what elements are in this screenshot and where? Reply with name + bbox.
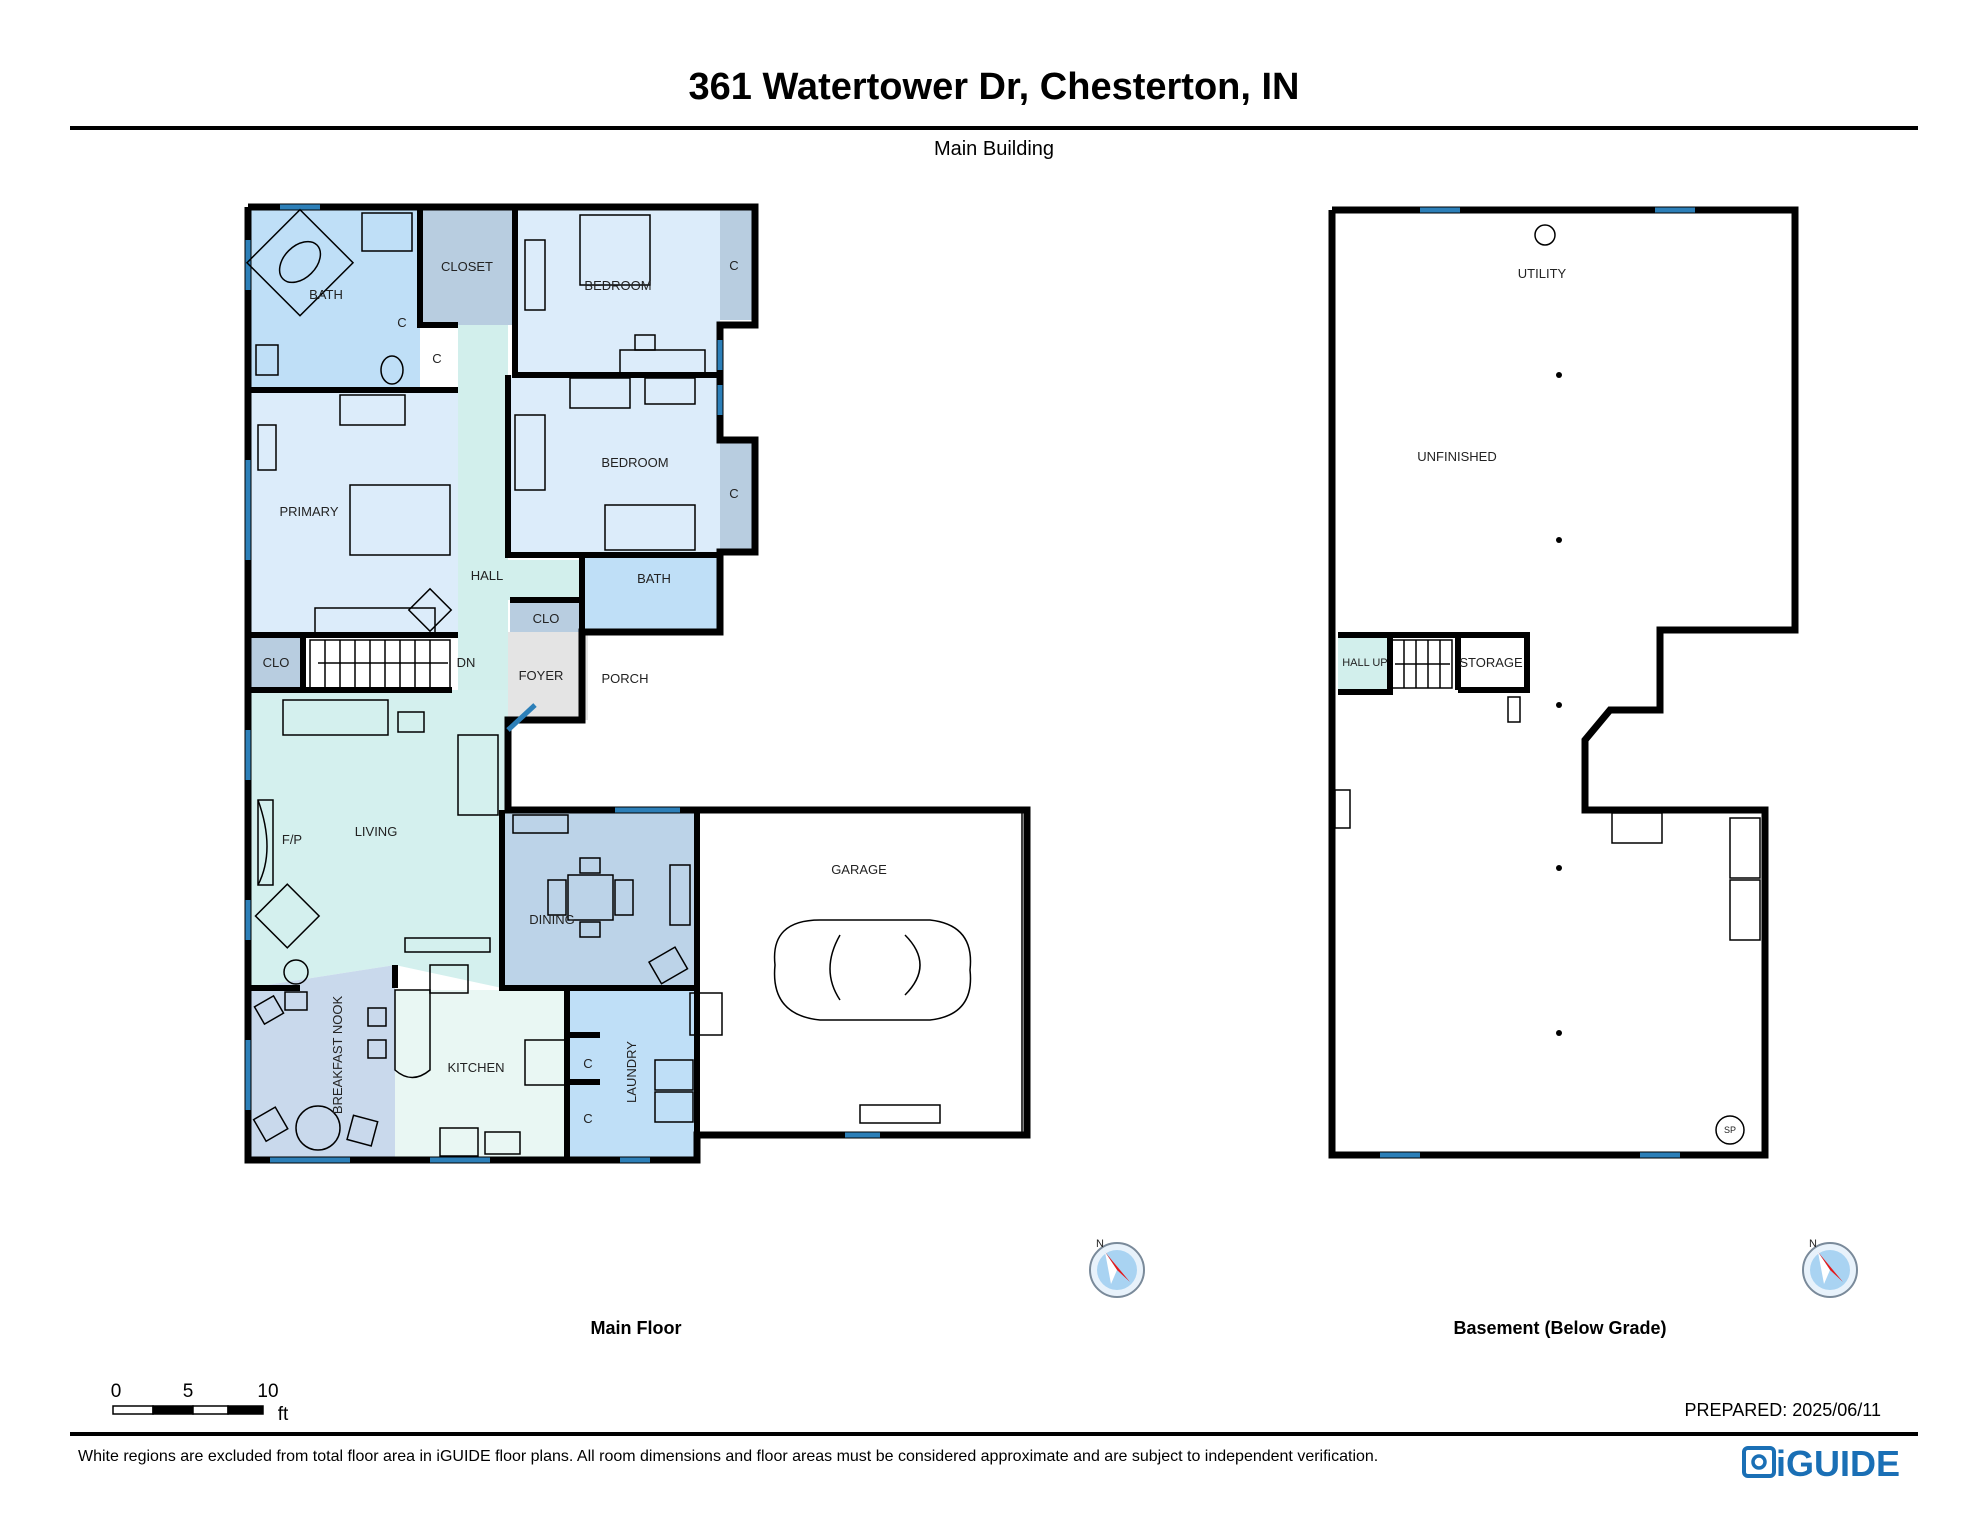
scale-bar: 0 5 10 ft xyxy=(111,1381,289,1425)
room-garage xyxy=(697,810,1027,1135)
room-basement-hall xyxy=(1338,638,1390,692)
compass-n-main: N xyxy=(1096,1238,1104,1250)
label-kitchen: KITCHEN xyxy=(447,1060,504,1075)
label-main-floor: Main Floor xyxy=(591,1318,682,1338)
room-foyer xyxy=(508,632,588,720)
room-closet-c1 xyxy=(720,210,755,320)
label-breakfast-nook: BREAKFAST NOOK xyxy=(330,996,345,1115)
room-bedroom-1 xyxy=(515,210,720,375)
logo-text: iGUIDE xyxy=(1776,1443,1900,1484)
label-c1: C xyxy=(729,258,738,273)
scale-tick-10: 10 xyxy=(257,1381,278,1402)
prepared-date: PREPARED: 2025/06/11 xyxy=(1684,1400,1881,1420)
room-closet-c2 xyxy=(720,440,755,550)
room-living xyxy=(248,690,508,988)
label-fp: F/P xyxy=(282,832,302,847)
label-sp: SP xyxy=(1724,1125,1736,1135)
room-porch xyxy=(588,632,663,720)
room-hall-lower xyxy=(508,560,582,600)
label-bedroom-2: BEDROOM xyxy=(601,455,668,470)
label-bath-primary: BATH xyxy=(309,287,343,302)
label-basement: Basement (Below Grade) xyxy=(1453,1318,1666,1338)
label-c3: C xyxy=(432,351,441,366)
label-bedroom-1: BEDROOM xyxy=(584,278,651,293)
label-foyer: FOYER xyxy=(519,668,564,683)
label-laundry: LAUNDRY xyxy=(624,1041,639,1103)
top-divider xyxy=(70,126,1918,130)
room-primary xyxy=(248,390,458,635)
room-dining xyxy=(502,810,697,990)
room-closet xyxy=(420,210,515,325)
page-title: 361 Watertower Dr, Chesterton, IN xyxy=(688,66,1300,108)
compass-n-basement: N xyxy=(1809,1238,1817,1250)
label-c4: C xyxy=(729,486,738,501)
room-clo-hall xyxy=(510,600,582,632)
label-closet: CLOSET xyxy=(441,259,493,274)
label-c6: C xyxy=(583,1111,592,1126)
label-hall: HALL xyxy=(471,568,504,583)
room-hall xyxy=(458,325,508,690)
basement-outer-wall xyxy=(1328,206,1799,1159)
scale-unit: ft xyxy=(278,1404,289,1425)
label-dn: DN xyxy=(457,655,476,670)
label-c2: C xyxy=(397,315,406,330)
label-unfinished: UNFINISHED xyxy=(1417,449,1496,464)
label-clo-hall: CLO xyxy=(533,611,560,626)
label-garage: GARAGE xyxy=(831,862,887,877)
compass-basement: N xyxy=(1802,1238,1858,1298)
iguide-logo: iGUIDE xyxy=(1742,1443,1900,1484)
label-living: LIVING xyxy=(355,824,398,839)
label-primary: PRIMARY xyxy=(280,504,339,519)
room-bath-hall xyxy=(582,555,722,630)
garage-car xyxy=(773,919,972,1021)
label-basement-up: UP xyxy=(1372,657,1387,669)
scale-tick-5: 5 xyxy=(183,1381,194,1402)
building-subtitle: Main Building xyxy=(933,138,1055,160)
label-c5: C xyxy=(583,1056,592,1071)
main-stairs xyxy=(309,639,451,689)
room-nook xyxy=(248,965,395,1158)
label-storage: STORAGE xyxy=(1459,655,1523,670)
label-utility: UTILITY xyxy=(1518,266,1567,281)
label-porch: PORCH xyxy=(602,671,649,686)
bottom-divider xyxy=(70,1432,1918,1436)
disclaimer-text: White regions are excluded from total fl… xyxy=(78,1448,1379,1465)
basement-plan: UTILITY UNFINISHED HALL UP STORAGE SP xyxy=(1328,206,1799,1159)
main-floor-plan: BATH CLOSET BEDROOM C C C PRIMARY BEDROO… xyxy=(244,203,1031,1164)
room-laundry xyxy=(567,990,697,1158)
label-bath-hall: BATH xyxy=(637,571,671,586)
logo-mark-icon xyxy=(1742,1446,1776,1478)
scale-tick-0: 0 xyxy=(111,1381,122,1402)
label-dining: DINING xyxy=(529,912,575,927)
room-clo-stairs xyxy=(248,635,303,690)
room-bath-primary xyxy=(248,210,420,390)
compass-main-floor: N xyxy=(1089,1238,1145,1298)
label-clo-stairs: CLO xyxy=(263,655,290,670)
label-basement-hall: HALL xyxy=(1342,657,1370,669)
